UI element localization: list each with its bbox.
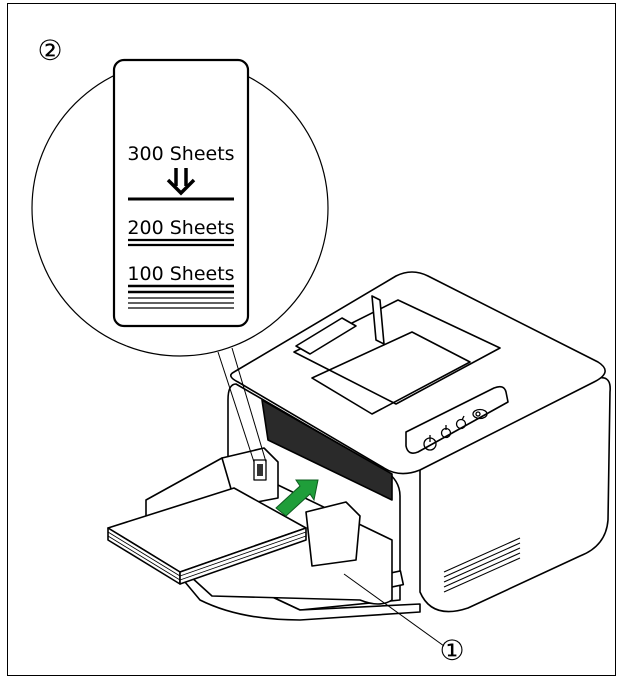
start-icon [440, 425, 452, 439]
mid-level-label: 200 Sheets [127, 217, 234, 239]
figure-frame [7, 3, 616, 676]
skip-icon [472, 408, 488, 420]
max-level-label: 300 Sheets [127, 143, 234, 165]
scanner-body [149, 271, 611, 621]
control-buttons [423, 408, 488, 451]
magnifier-leader-left [217, 351, 255, 463]
insert-arrow-icon [275, 479, 319, 517]
magnifier-leader-right [231, 347, 267, 463]
power-icon [423, 435, 437, 451]
callout-label-1: ① [439, 634, 464, 667]
callout-leader-1 [343, 573, 445, 647]
callout-label-2: ② [37, 34, 62, 67]
sheet-level-card: 300 Sheets 200 Sheets 100 Sheets [112, 58, 250, 328]
down-arrow-icon [166, 168, 196, 196]
low-level-label: 100 Sheets [127, 263, 234, 285]
stop-icon [455, 415, 467, 430]
feed-tray [107, 447, 393, 605]
